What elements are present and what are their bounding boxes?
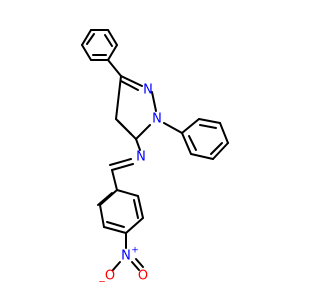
bond — [115, 75, 122, 120]
bond — [106, 221, 125, 228]
bond — [190, 153, 214, 160]
atom-o-nitro-right: O — [138, 269, 148, 284]
bond — [135, 124, 151, 140]
bond — [210, 142, 223, 155]
bond — [116, 189, 139, 197]
bond — [131, 261, 140, 271]
bond — [151, 91, 157, 112]
bond — [107, 59, 122, 77]
bond — [212, 142, 229, 160]
bond — [117, 120, 132, 135]
bond — [107, 29, 118, 46]
bond — [198, 118, 221, 124]
atom-labels: N N N N + O − O — [98, 83, 162, 288]
bond — [109, 158, 132, 166]
bond — [188, 135, 197, 151]
bond — [111, 163, 134, 171]
atom-o-nitro-left: O — [105, 269, 115, 284]
bond — [181, 132, 192, 155]
bond — [120, 80, 139, 91]
atom-n-pyrazole-2: N — [143, 83, 153, 98]
bond — [103, 226, 127, 234]
bond — [97, 192, 113, 206]
charge-minus: − — [98, 278, 106, 288]
bond — [181, 118, 200, 134]
atom-n-pyrazole-1: N — [152, 112, 162, 127]
bond — [99, 204, 105, 228]
bond — [81, 44, 92, 61]
atom-n-imine: N — [136, 150, 146, 165]
bond — [135, 258, 144, 268]
bond — [81, 29, 92, 46]
bond — [112, 261, 121, 271]
bond — [86, 33, 95, 45]
bond — [219, 122, 229, 144]
atom-n-nitro: N — [121, 249, 131, 264]
bond — [163, 122, 183, 134]
bond — [133, 199, 139, 219]
bond — [199, 124, 217, 129]
bond — [120, 75, 143, 87]
molecule-structure: N N N N + O − O — [81, 29, 229, 288]
bond — [107, 44, 118, 61]
charge-plus: + — [131, 246, 139, 256]
bonds — [81, 29, 229, 271]
bond — [135, 138, 141, 151]
bond — [111, 169, 118, 191]
bond — [137, 195, 144, 219]
bond — [104, 34, 113, 47]
bond — [99, 189, 118, 206]
bond — [125, 217, 144, 234]
